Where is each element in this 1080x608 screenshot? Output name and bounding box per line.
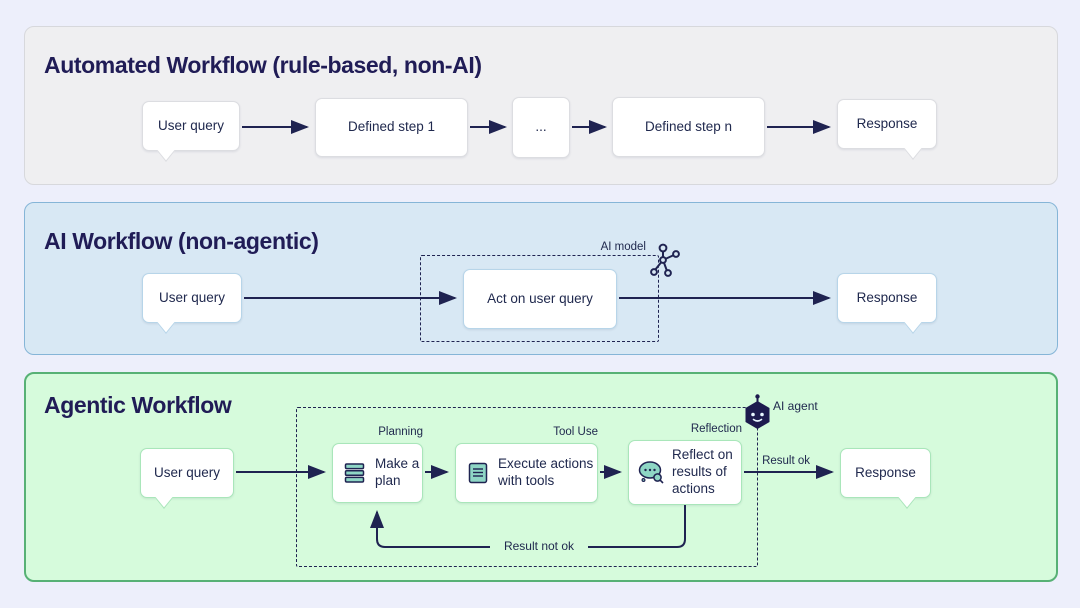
node-defined-step-n: Defined step n bbox=[612, 97, 765, 157]
title-automated-workflow: Automated Workflow (rule-based, non-AI) bbox=[44, 52, 482, 78]
planning-label: Planning bbox=[378, 426, 423, 438]
node-label: Response bbox=[855, 464, 916, 480]
node-user-query-2: User query bbox=[142, 273, 242, 323]
reflection-label: Reflection bbox=[690, 423, 742, 435]
node-label: Response bbox=[856, 289, 918, 305]
node-label: Reflect on results of actions bbox=[672, 447, 733, 496]
node-user-query-1: User query bbox=[142, 101, 240, 151]
node-response-2: Response bbox=[837, 273, 937, 323]
tools-document-icon bbox=[468, 462, 488, 484]
node-label: Response bbox=[856, 115, 918, 131]
node-label: Act on user query bbox=[487, 290, 593, 306]
plan-stack-icon bbox=[344, 463, 365, 483]
node-make-a-plan: Make a plan bbox=[332, 443, 423, 503]
node-label: User query bbox=[157, 117, 225, 133]
ai-agent-label: AI agent bbox=[773, 399, 818, 413]
node-execute-actions: Execute actions with tools bbox=[455, 443, 598, 503]
node-response-3: Response bbox=[840, 448, 931, 498]
node-response-1: Response bbox=[837, 99, 937, 149]
node-reflect-on-results: Reflect on results of actions bbox=[628, 440, 742, 505]
node-label: Defined step n bbox=[644, 118, 733, 134]
ai-agent-icon bbox=[745, 394, 770, 429]
node-label: User query bbox=[158, 289, 226, 305]
result-ok-label: Result ok bbox=[762, 455, 810, 467]
node-label: Execute actions with tools bbox=[498, 456, 594, 488]
node-label: ... bbox=[535, 119, 547, 135]
node-defined-step-1: Defined step 1 bbox=[315, 98, 468, 157]
ai-model-network-icon bbox=[650, 243, 680, 277]
title-agentic-workflow: Agentic Workflow bbox=[44, 392, 232, 418]
title-ai-workflow: AI Workflow (non-agentic) bbox=[44, 228, 319, 254]
node-user-query-3: User query bbox=[140, 448, 234, 498]
node-label: User query bbox=[153, 464, 221, 480]
tool-use-label: Tool Use bbox=[553, 426, 598, 438]
ai-model-label: AI model bbox=[600, 241, 646, 253]
node-ellipsis: ... bbox=[512, 97, 570, 158]
node-act-on-user-query: Act on user query bbox=[463, 269, 617, 329]
ai-agent-dashed-boundary bbox=[296, 407, 758, 567]
node-label: Defined step 1 bbox=[347, 119, 436, 135]
reflection-thought-icon bbox=[638, 461, 664, 484]
result-not-ok-label: Result not ok bbox=[490, 539, 588, 553]
node-label: Make a plan bbox=[375, 456, 420, 488]
